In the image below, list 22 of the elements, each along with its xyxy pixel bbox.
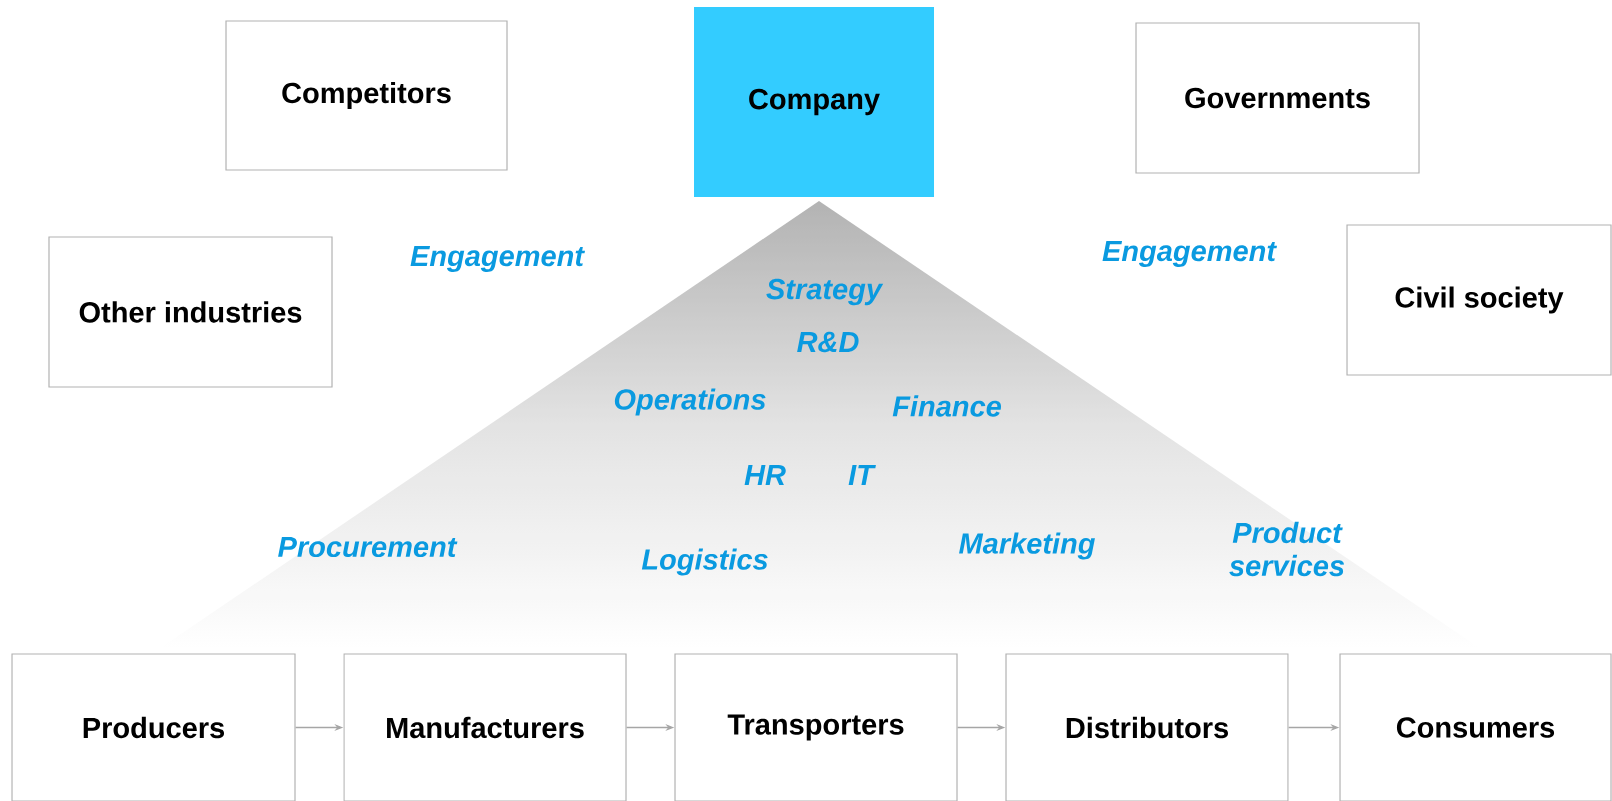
box: Manufacturers xyxy=(343,653,627,801)
box: Consumers xyxy=(1339,653,1612,801)
box: Producers xyxy=(11,653,296,801)
function-label: Logistics xyxy=(641,548,768,576)
function-label: IT xyxy=(848,465,876,485)
function-label: HR xyxy=(744,465,786,485)
function-label: R&D xyxy=(797,331,859,353)
box: Other industries xyxy=(48,236,333,388)
function-label: Marketing xyxy=(959,532,1095,560)
function-label: Finance xyxy=(892,395,1001,417)
function-label: Strategy xyxy=(766,278,884,306)
box: Distributors xyxy=(1005,653,1289,801)
company-box: Company xyxy=(694,7,934,197)
box: Governments xyxy=(1135,22,1420,174)
box: Civil society xyxy=(1346,224,1612,376)
function-label: Engagement xyxy=(410,246,585,272)
function-label: Operations xyxy=(614,388,766,416)
box: Competitors xyxy=(225,20,508,171)
function-label: Procurement xyxy=(278,536,458,558)
function-label: Product services xyxy=(1229,521,1345,577)
function-label: Engagement xyxy=(1102,241,1277,267)
box: Transporters xyxy=(674,653,958,801)
